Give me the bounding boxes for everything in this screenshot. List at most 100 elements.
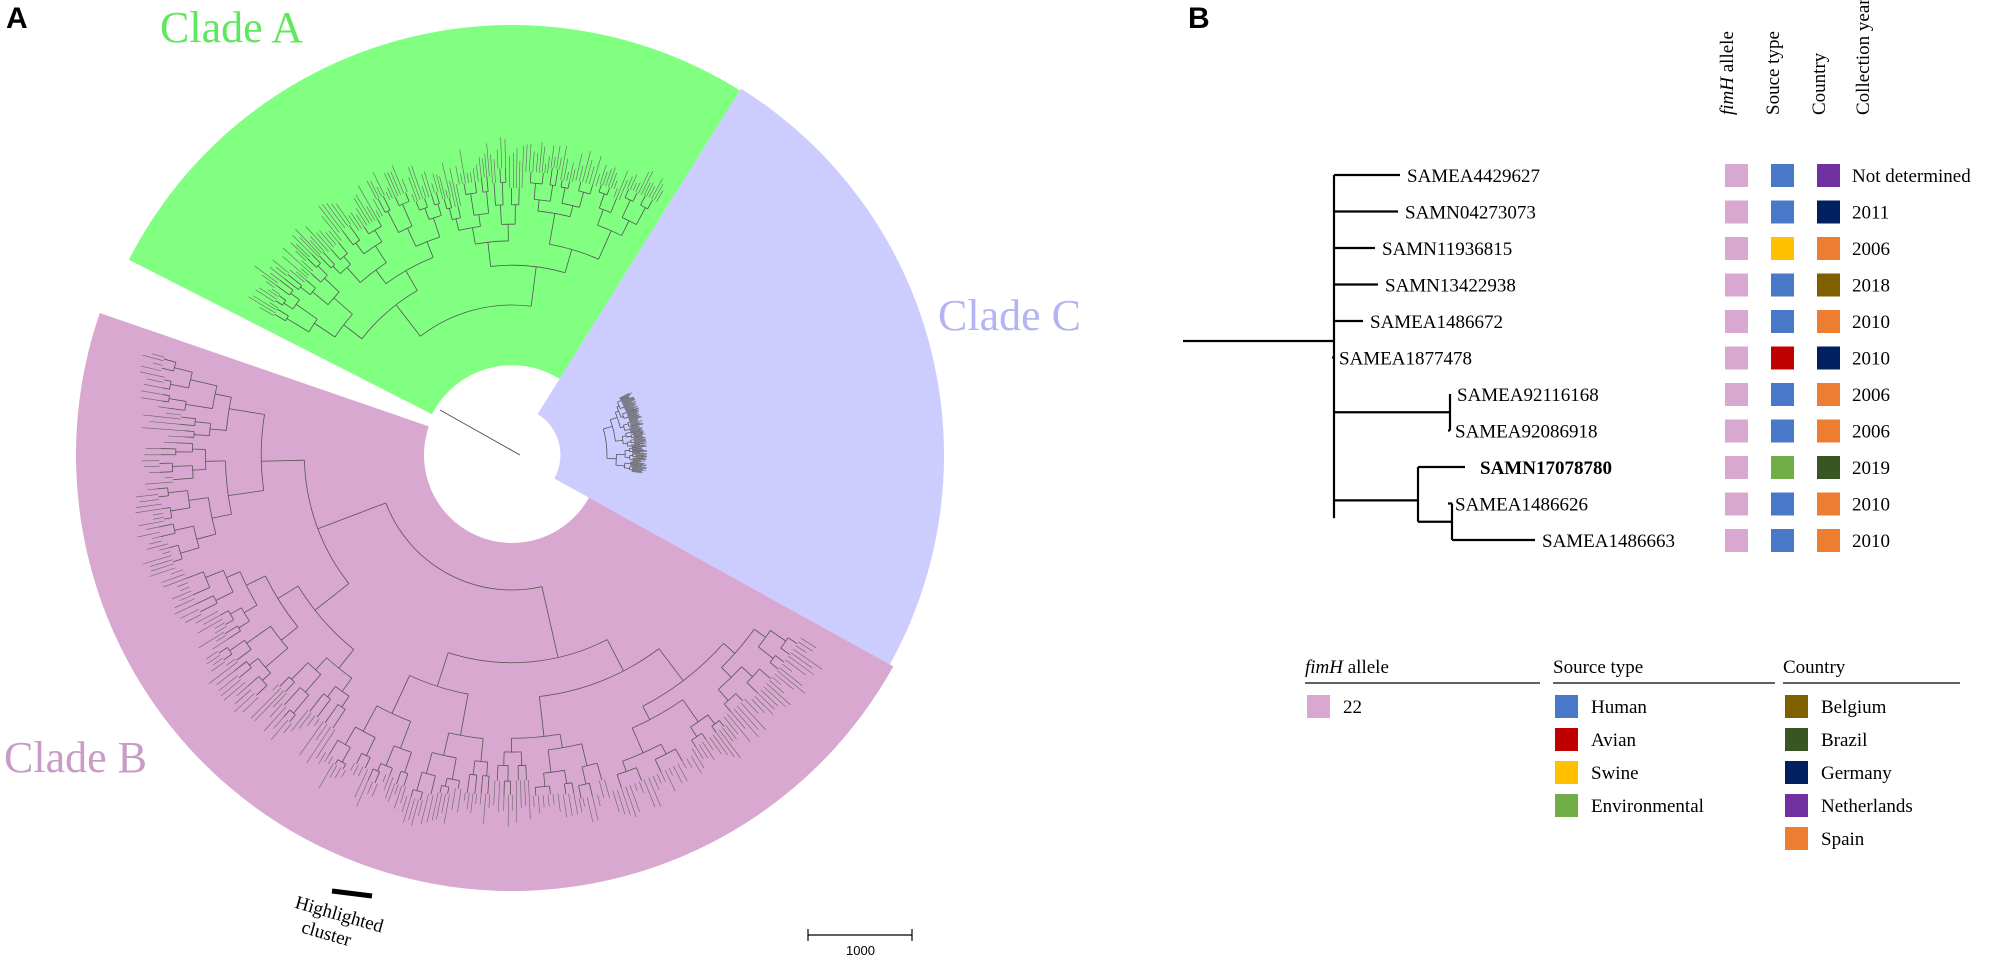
radial-branch — [223, 653, 233, 661]
tip-branch — [269, 302, 279, 309]
radial-branch — [564, 249, 573, 273]
radial-branch — [463, 183, 467, 195]
column-header: Souce type — [1763, 31, 1784, 115]
column-header: Country — [1809, 52, 1830, 115]
tip-branch — [139, 499, 159, 503]
radial-branch — [405, 192, 410, 202]
radial-branch — [616, 774, 622, 789]
internal-arc — [746, 668, 760, 683]
radial-branch — [530, 266, 537, 307]
tip-branch — [616, 789, 626, 815]
tip-branch — [146, 543, 169, 550]
tip-branch — [408, 167, 421, 201]
radial-branch — [549, 785, 551, 795]
legend-swatch — [1785, 695, 1808, 718]
radial-branch — [537, 199, 540, 212]
radial-branch — [480, 775, 484, 794]
tip-branch — [180, 586, 190, 591]
tip-branch — [800, 637, 817, 649]
radial-branch — [233, 661, 247, 672]
radial-branch — [480, 738, 484, 762]
radial-branch — [180, 547, 200, 554]
tip-branch — [547, 794, 550, 807]
radial-branch — [265, 647, 289, 668]
tip-branch — [283, 723, 292, 734]
internal-arc — [458, 225, 481, 231]
radial-branch — [344, 726, 356, 745]
radial-branch — [416, 772, 423, 791]
tip-branch — [484, 153, 488, 177]
tip-branch — [151, 563, 174, 572]
tip-branch — [723, 716, 739, 735]
tip-branch — [774, 673, 794, 690]
radial-branch — [470, 193, 475, 216]
legend-swatch — [1307, 695, 1330, 718]
tip-branch — [597, 794, 601, 807]
tip-branch — [298, 712, 312, 729]
allele-swatch — [1725, 529, 1748, 552]
radial-branch — [278, 295, 287, 301]
internal-arc — [511, 733, 561, 739]
radial-branch — [224, 625, 238, 635]
radial-branch — [305, 279, 316, 289]
legend-swatch — [1785, 728, 1808, 751]
tip-branch — [633, 436, 644, 438]
radial-branch — [355, 242, 365, 255]
tip-branch — [537, 795, 540, 814]
tip-branch — [556, 145, 561, 169]
tip-branch — [457, 789, 462, 813]
tip-branch — [785, 659, 806, 676]
tip-branch — [270, 719, 288, 740]
tip-branch — [640, 170, 654, 195]
tip-branch — [733, 708, 759, 738]
radial-branch — [420, 792, 423, 801]
tip-branch — [441, 793, 446, 814]
tip-branch — [633, 433, 644, 436]
tip-branch — [588, 166, 595, 185]
tip-branch — [646, 182, 654, 197]
tip-branch — [162, 551, 171, 555]
legend-item: Belgium — [1821, 697, 1887, 718]
tip-branch — [486, 143, 490, 177]
collection-year: 2019 — [1852, 458, 1890, 479]
radial-branch — [168, 398, 187, 402]
radial-branch — [539, 696, 545, 737]
legend-swatch — [1555, 728, 1578, 751]
tip-branch — [630, 462, 645, 464]
tip-branch — [341, 769, 346, 778]
radial-branch — [172, 465, 193, 467]
collection-year: 2010 — [1852, 349, 1890, 370]
tip-branch — [633, 433, 646, 436]
tip-branch — [544, 163, 547, 174]
radial-branch — [543, 773, 546, 787]
internal-arc — [372, 768, 380, 773]
tip-branch — [632, 465, 647, 468]
tip-branch — [628, 415, 640, 420]
tip-branch — [629, 427, 643, 431]
radial-branch — [317, 502, 386, 530]
tip-branch — [630, 428, 643, 432]
tip-branch — [314, 718, 320, 726]
tip-branch — [798, 641, 814, 652]
country-swatch — [1817, 237, 1840, 260]
radial-branch — [200, 602, 218, 613]
tip-branch — [163, 578, 187, 588]
internal-arc — [297, 585, 354, 650]
tip-branch — [634, 783, 638, 792]
tip-branch — [324, 754, 330, 763]
sample-id: SAMEA92116168 — [1457, 385, 1599, 406]
tip-branch — [664, 770, 676, 792]
tip-branch — [300, 268, 310, 276]
radial-branch — [525, 765, 527, 781]
radial-branch — [549, 213, 556, 245]
clade-b-wedge — [76, 313, 894, 891]
internal-arc — [441, 785, 449, 788]
radial-branch — [559, 734, 563, 748]
radial-branch — [307, 258, 317, 268]
tip-branch — [550, 145, 555, 168]
tip-branch — [316, 729, 336, 759]
country-swatch — [1817, 200, 1840, 224]
radial-branch — [364, 757, 371, 769]
tip-branch — [432, 173, 439, 192]
